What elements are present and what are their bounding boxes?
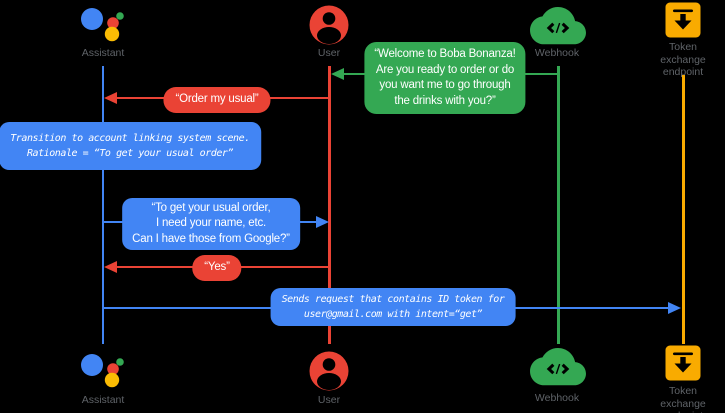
welcome-arrowhead — [331, 67, 344, 80]
token-endpoint-label: Token exchange endpoint — [660, 385, 706, 413]
send-id-token-arrowhead — [668, 301, 681, 314]
google-assistant-icon — [81, 8, 124, 42]
user-label: User — [317, 47, 341, 59]
webhook-label: Webhook — [534, 47, 580, 59]
order-my-usual-arrowhead — [104, 91, 117, 104]
assistant-label: Assistant — [81, 47, 125, 59]
send-id-token-note: Sends request that contains ID token for… — [270, 288, 516, 326]
transition-note: Transition to account linking system sce… — [0, 122, 261, 170]
user-icon — [309, 5, 349, 45]
assistant-label: Assistant — [81, 394, 125, 406]
token-exchange-endpoint-icon — [665, 345, 701, 381]
order-my-usual-bubble: “Order my usual” — [163, 87, 271, 113]
user-lifeline — [328, 66, 331, 344]
welcome-message-bubble: “Welcome to Boba Bonanza! Are you ready … — [364, 42, 526, 114]
ask-google-bubble: “To get your usual order, I need your na… — [122, 198, 300, 250]
webhook-lifeline — [557, 66, 560, 344]
user-icon — [309, 351, 349, 391]
google-assistant-icon — [81, 354, 124, 388]
ask-google-arrowhead — [316, 215, 329, 228]
assistant-lifeline — [101, 66, 105, 344]
yes-arrowhead — [104, 260, 117, 273]
webhook-cloud-icon — [530, 7, 586, 45]
user-label: User — [317, 394, 341, 406]
webhook-cloud-icon — [530, 348, 586, 386]
token-endpoint-label: Token exchange endpoint — [660, 41, 706, 78]
token-exchange-endpoint-icon — [665, 2, 701, 38]
webhook-label: Webhook — [534, 392, 580, 404]
token-endpoint-lifeline — [682, 75, 685, 344]
yes-bubble: “Yes” — [192, 255, 242, 281]
